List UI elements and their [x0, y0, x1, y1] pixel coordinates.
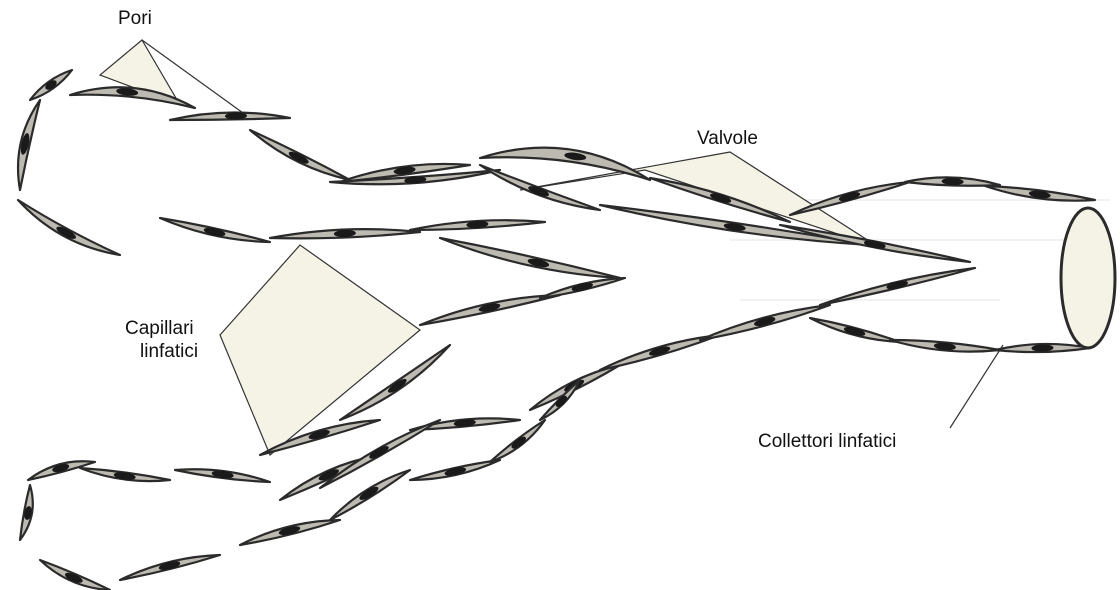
label-valves: Valvole — [697, 128, 758, 150]
collector-valve-end — [1061, 208, 1115, 348]
endothelial-cell — [480, 165, 600, 210]
label-capillaries-line2: linfatici — [140, 341, 198, 363]
callouts — [100, 40, 1115, 455]
collectors-callout-line — [950, 345, 1003, 428]
capillaries-callout-area — [220, 245, 420, 455]
label-pores: Pori — [118, 8, 152, 30]
endothelial-cell — [18, 200, 120, 255]
endothelial-cell — [440, 238, 620, 278]
label-capillaries-line1: Capillari — [125, 318, 194, 340]
label-collectors: Collettori linfatici — [758, 431, 896, 453]
